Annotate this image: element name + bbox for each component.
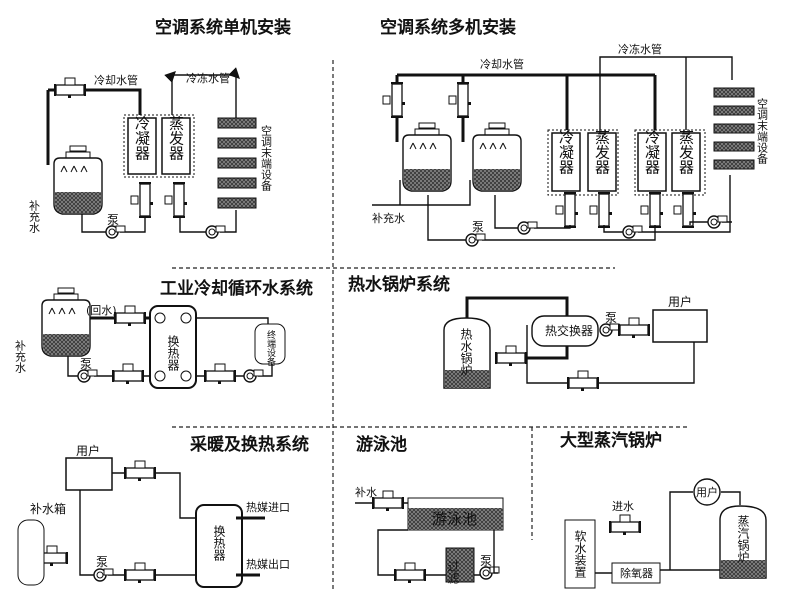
deaerator-label: 除氧器 <box>620 566 653 580</box>
pump-label: 泵 <box>605 311 617 325</box>
single-unit-section: 空调系统单机安装 冷却水管 冷冻水管 冷凝器 蒸发器 泵 空调末端设备 补充水 <box>28 17 291 239</box>
flow-meter <box>53 77 87 99</box>
terminal-units <box>713 87 755 170</box>
terminal-label: 终端设备 <box>265 329 276 366</box>
pump-label: 泵 <box>107 213 119 227</box>
exchanger-label: 热交换器 <box>545 323 593 338</box>
terminal-units <box>217 117 257 209</box>
boiler-label: 热水锅炉 <box>459 328 473 377</box>
inlet-label: 热媒进口 <box>246 501 290 514</box>
pool-section: 游泳池 补水 游泳池 过滤 泵 <box>355 434 504 584</box>
multi-unit-section: 空调系统多机安装 冷却水管 冷冻水管 冷凝器 蒸发器 冷凝器 蒸发器 空调末端设… <box>372 17 769 247</box>
exchanger-label: 换热器 <box>212 525 226 562</box>
chilled-pipe-label: 冷冻水管 <box>618 42 662 56</box>
condenser-box <box>127 117 157 175</box>
exchanger-label: 换热器 <box>166 335 180 372</box>
evaporator-label: 蒸发器 <box>593 130 611 175</box>
hotwater-title: 热水锅炉系统 <box>348 274 450 295</box>
makeup-label: 补充水 <box>28 200 41 233</box>
terminal-label: 空调末端设备 <box>756 97 769 165</box>
evaporator-label: 蒸发器 <box>677 130 695 175</box>
makeup-label: 补充水 <box>14 340 27 373</box>
pump-label: 泵 <box>472 220 484 234</box>
pump-label: 泵 <box>96 555 108 569</box>
condenser-label: 冷凝器 <box>133 116 151 161</box>
cooling-pipe-label: 冷却水管 <box>480 57 524 71</box>
return-label: (回水) <box>86 304 117 317</box>
condenser-label: 冷凝器 <box>643 130 661 175</box>
user-label: 用户 <box>76 443 100 458</box>
makeup-label: 补充水 <box>372 211 405 225</box>
pump-label: 泵 <box>80 357 92 371</box>
terminal-label: 空调末端设备 <box>260 124 273 192</box>
user-label: 用户 <box>668 294 692 309</box>
pool-title: 游泳池 <box>356 434 407 455</box>
steam-title: 大型蒸汽锅炉 <box>560 430 662 451</box>
softener-label: 软水装置 <box>573 530 587 578</box>
outlet-label: 热媒出口 <box>246 557 290 571</box>
single-title: 空调系统单机安装 <box>155 17 291 38</box>
makeup-label: 补水 <box>355 486 377 499</box>
pump-icon <box>105 225 126 239</box>
section-dividers <box>172 60 688 590</box>
inlet-label: 进水 <box>612 500 634 513</box>
multi-title: 空调系统多机安装 <box>380 17 516 38</box>
chilled-pipe-label: 冷冻水管 <box>186 71 230 85</box>
industrial-title: 工业冷却循环水系统 <box>160 278 313 299</box>
pump-icon <box>205 225 226 239</box>
heating-title: 采暖及换热系统 <box>189 434 309 455</box>
filter-label: 过滤 <box>446 560 460 584</box>
pump-label: 泵 <box>480 554 492 568</box>
user-label: 用户 <box>696 485 718 499</box>
tank-label: 补水箱 <box>30 501 66 516</box>
cooling-pipe-label: 冷却水管 <box>94 73 138 87</box>
heating-section: 采暖及换热系统 用户 泵 补水箱 换热器 热媒进口 热媒出口 <box>17 434 309 588</box>
pool-label: 游泳池 <box>432 510 477 528</box>
condenser-label: 冷凝器 <box>557 130 575 175</box>
boiler-label: 蒸汽锅炉 <box>736 515 750 564</box>
evaporator-label: 蒸发器 <box>167 116 185 161</box>
evaporator-box <box>161 117 191 175</box>
steam-boiler-section: 大型蒸汽锅炉 进水 软水装置 除氧器 用户 蒸汽锅炉 <box>560 430 767 589</box>
cooling-tower <box>53 145 103 215</box>
industrial-section: 工业冷却循环水系统 (回水) 换热器 泵 终端设备 补充水 <box>14 278 313 389</box>
hot-water-boiler-section: 热水锅炉系统 热水锅炉 热交换器 泵 用户 <box>348 274 708 392</box>
